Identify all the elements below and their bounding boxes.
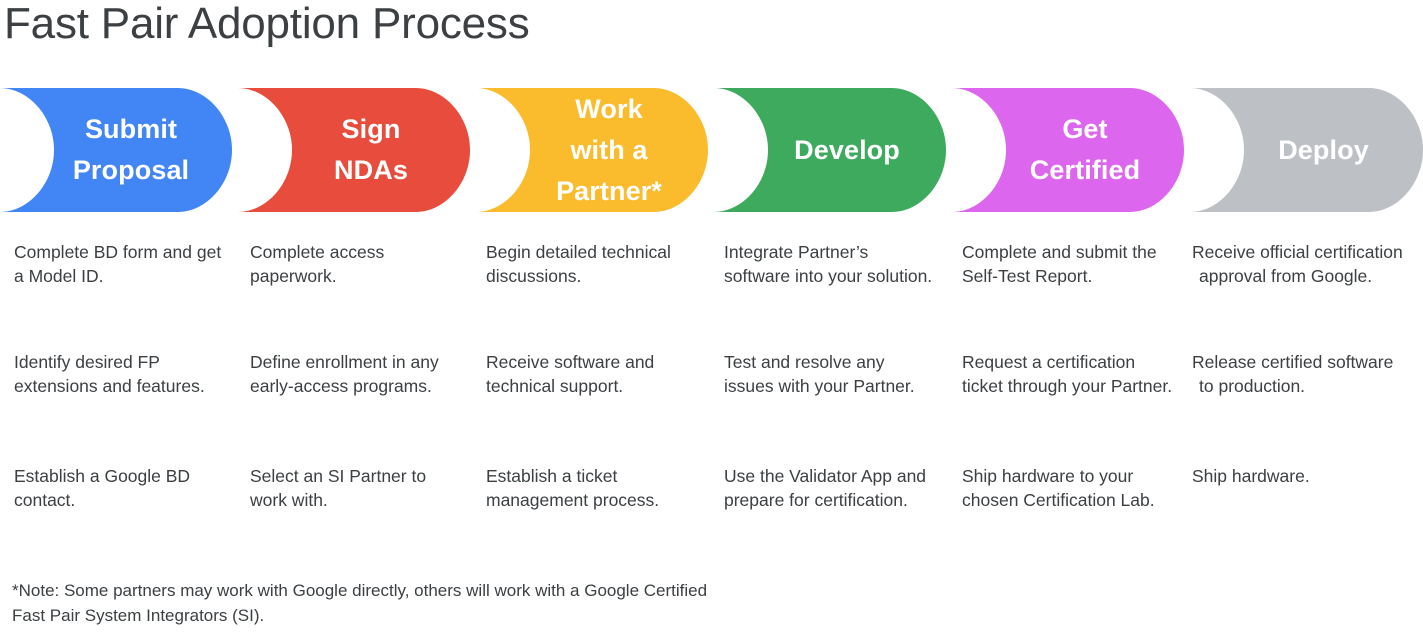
chevron-fill-green (714, 88, 946, 212)
stage-get-certified[interactable]: Get Certified (952, 88, 1184, 212)
chevron-fill-red (238, 88, 470, 212)
page-title: Fast Pair Adoption Process (4, 0, 530, 48)
chevron-shape-icon (952, 88, 1184, 212)
stage-label: Submit Proposal (72, 114, 190, 185)
detail-item: Begin detailed technical discussions. (486, 242, 671, 286)
stage-submit-proposal[interactable]: Submit Proposal (0, 88, 232, 212)
detail-item: Release certified software to production… (1192, 352, 1394, 396)
detail-item: Complete and submit the Self-Test Report… (962, 242, 1157, 286)
stage-sign-ndas[interactable]: Sign NDAs (238, 88, 470, 212)
chevron-fill-gray (1190, 88, 1423, 212)
stage-label: Sign NDAs (334, 114, 408, 185)
chevron-fill-yellow (476, 88, 708, 212)
chevron-shape-icon (0, 88, 232, 212)
detail-item: Ship hardware. (1192, 466, 1310, 486)
footnote-text: *Note: Some partners may work with Googl… (12, 581, 708, 625)
process-stage-band: Submit Proposal Sign NDAs Work with a Pa… (0, 88, 1423, 212)
chevron-fill-blue (0, 88, 232, 212)
detail-item: Receive software and technical support. (486, 352, 655, 396)
detail-item: Receive official certification approval … (1192, 242, 1403, 286)
detail-item: Complete access paperwork. (250, 242, 385, 286)
detail-item: Establish a Google BD contact. (14, 466, 191, 510)
stage-details-grid: Complete BD form and get a Model ID. Ide… (0, 236, 1423, 566)
detail-item: Define enrollment in any early-access pr… (250, 352, 439, 396)
detail-item: Integrate Partner’s software into your s… (724, 242, 933, 286)
stage-label: Get Certified (1029, 114, 1141, 185)
stage-label: Deploy (1278, 134, 1369, 165)
stage-label: Develop (794, 134, 900, 165)
detail-item: Request a certification ticket through y… (962, 352, 1173, 396)
chevron-shape-icon (1190, 88, 1423, 212)
stage-label: Work with a Partner* (556, 93, 662, 206)
stage-deploy[interactable]: Deploy (1190, 88, 1423, 212)
chevron-shape-icon (238, 88, 470, 212)
stage-work-with-a-partner[interactable]: Work with a Partner* (476, 88, 708, 212)
detail-item: Test and resolve any issues with your Pa… (724, 352, 915, 396)
stage-develop[interactable]: Develop (714, 88, 946, 212)
detail-item: Select an SI Partner to work with. (250, 466, 427, 510)
chevron-fill-magenta (952, 88, 1184, 212)
detail-item: Complete BD form and get a Model ID. (14, 242, 222, 286)
detail-item: Identify desired FP extensions and featu… (14, 352, 205, 396)
chevron-shape-icon (476, 88, 708, 212)
chevron-shape-icon (714, 88, 946, 212)
detail-item: Establish a ticket management process. (486, 466, 660, 510)
detail-item: Use the Validator App and prepare for ce… (724, 466, 927, 510)
detail-item: Ship hardware to your chosen Certificati… (962, 466, 1155, 510)
